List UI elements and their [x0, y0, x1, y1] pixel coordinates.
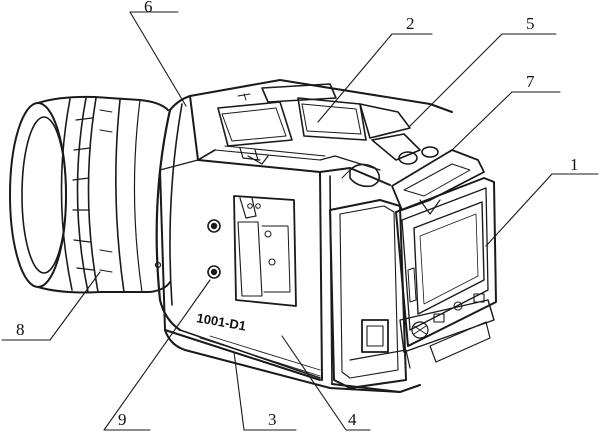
callout-6: 6: [144, 0, 153, 16]
callout-2: 2: [406, 14, 415, 33]
callout-labels: 1 2 3 4 5 6 7 8 9: [16, 0, 579, 429]
display-screen: [413, 201, 485, 315]
leader-lines: [1, 11, 599, 431]
body-marking: 1001-D1: [195, 310, 247, 333]
callout-1: 1: [570, 155, 579, 174]
display-unit: [329, 149, 497, 389]
callout-7: 7: [526, 72, 535, 91]
side-hatch: [233, 195, 297, 307]
top-slot-front: [217, 101, 293, 147]
mount-ring: [154, 95, 191, 332]
mounting-holes: [207, 219, 221, 279]
callout-8: 8: [16, 320, 25, 339]
callout-9: 9: [118, 410, 127, 429]
callout-3: 3: [268, 410, 277, 429]
lens-assembly: [9, 95, 171, 294]
callout-5: 5: [526, 14, 535, 33]
top-slot-rear: [297, 97, 367, 141]
callout-4: 4: [348, 410, 357, 429]
